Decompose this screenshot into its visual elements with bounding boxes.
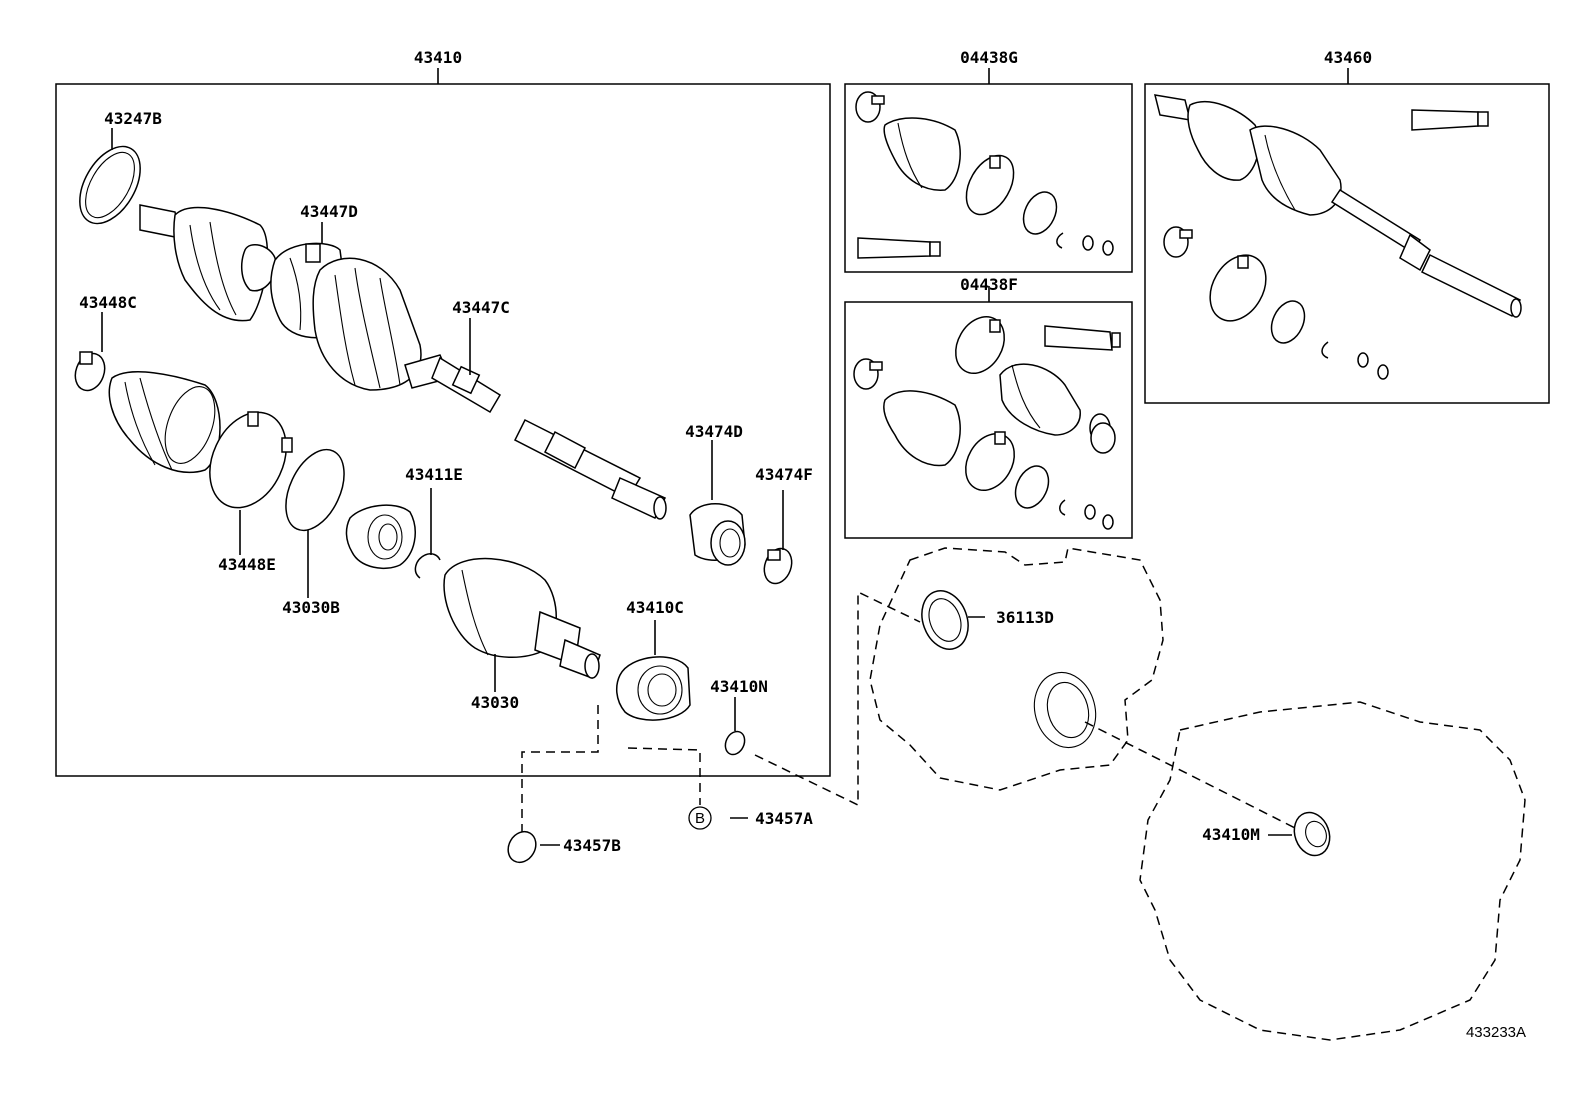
label-43474F: 43474F	[755, 465, 813, 484]
ring-43247B	[79, 145, 141, 225]
ring-43457B	[507, 830, 537, 864]
callout-b-letter: B	[695, 810, 705, 827]
label-43247B: 43247B	[104, 109, 162, 128]
transaxle-housing	[869, 547, 1164, 791]
seal-36113D	[921, 590, 969, 650]
label-43410M: 43410M	[1202, 825, 1260, 844]
shaft-lower	[513, 418, 667, 520]
label-43448E: 43448E	[218, 555, 276, 574]
label-43457A: 43457A	[755, 809, 813, 828]
ring-43410N	[724, 730, 746, 756]
label-43474D: 43474D	[685, 422, 743, 441]
label-43447D: 43447D	[300, 202, 358, 221]
clamp-43448E	[209, 411, 293, 509]
outer-joint-43030	[443, 557, 601, 679]
label-04438F: 04438F	[960, 275, 1018, 294]
label-43411E: 43411E	[405, 465, 463, 484]
label-43410: 43410	[414, 48, 462, 67]
label-36113D: 36113D	[996, 608, 1054, 627]
reference-code: 433233A	[1466, 1024, 1526, 1041]
frame-43410	[55, 83, 831, 777]
snap-ring-43030B	[285, 448, 345, 532]
label-04438G: 04438G	[960, 48, 1018, 67]
boot-large	[312, 257, 422, 391]
engine-housing	[1139, 701, 1526, 1041]
bearing-43474D	[689, 503, 746, 566]
label-43410C: 43410C	[626, 598, 684, 617]
driveshaft-43460	[1153, 94, 1522, 380]
frame-43460	[1144, 83, 1550, 404]
seal-43410M	[1293, 811, 1331, 857]
label-43457B: 43457B	[563, 836, 621, 855]
shaft-upper	[404, 354, 502, 414]
circlip-43411E	[414, 553, 441, 579]
clamp-43474F	[763, 547, 793, 585]
label-43030: 43030	[471, 693, 519, 712]
label-43447C: 43447C	[452, 298, 510, 317]
bearing-43410C	[615, 656, 691, 721]
clamp-43448C	[74, 351, 106, 392]
transaxle-bore	[1033, 671, 1097, 749]
kit-04438G-parts	[855, 91, 1114, 259]
callout-b-marker	[688, 806, 712, 830]
label-43448C: 43448C	[79, 293, 137, 312]
inner-race-43411	[345, 504, 416, 569]
boot-43448	[108, 371, 221, 474]
label-43410N: 43410N	[710, 677, 768, 696]
outer-cv-joint	[139, 204, 277, 322]
label-43030B: 43030B	[282, 598, 340, 617]
kit-04438F-parts	[853, 316, 1121, 530]
label-43460: 43460	[1324, 48, 1372, 67]
